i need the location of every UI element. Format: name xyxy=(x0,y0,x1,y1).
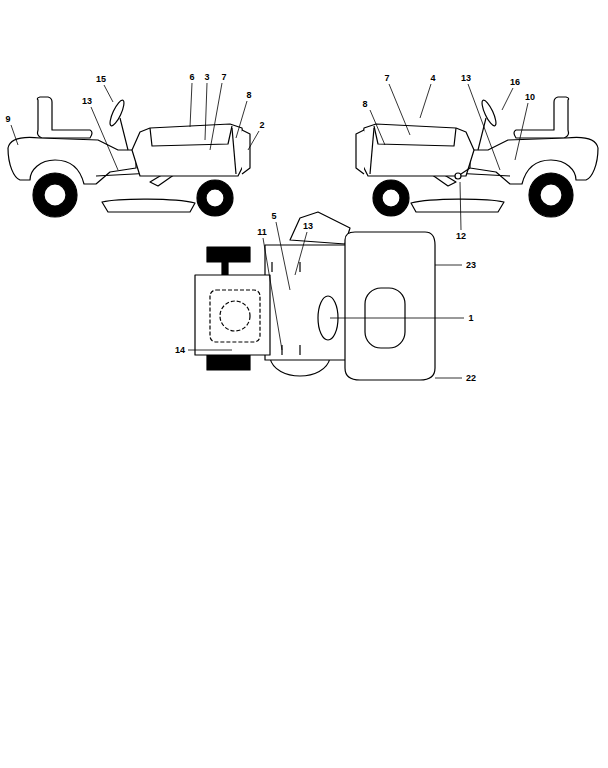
callout-number: 13 xyxy=(302,221,314,231)
callout-number: 11 xyxy=(256,227,268,237)
callout-number: 5 xyxy=(270,211,277,221)
callout-number: 4 xyxy=(429,73,436,83)
callout-number: 13 xyxy=(81,96,93,106)
callout-number: 1 xyxy=(467,313,474,323)
callout-number: 10 xyxy=(524,92,536,102)
callout-number: 6 xyxy=(188,72,195,82)
callout-number: 8 xyxy=(245,90,252,100)
callout-number: 14 xyxy=(174,345,186,355)
callout-number: 15 xyxy=(95,74,107,84)
callout-number: 23 xyxy=(465,260,477,270)
callout-number: 16 xyxy=(509,77,521,87)
callout-number: 2 xyxy=(258,120,265,130)
callout-number: 22 xyxy=(465,373,477,383)
callout-number: 8 xyxy=(361,99,368,109)
callout-number: 7 xyxy=(383,73,390,83)
callout-number: 3 xyxy=(203,72,210,82)
callout-number: 7 xyxy=(220,72,227,82)
callout-number: 12 xyxy=(455,231,467,241)
callout-number: 13 xyxy=(460,73,472,83)
callout-number: 9 xyxy=(4,114,11,124)
